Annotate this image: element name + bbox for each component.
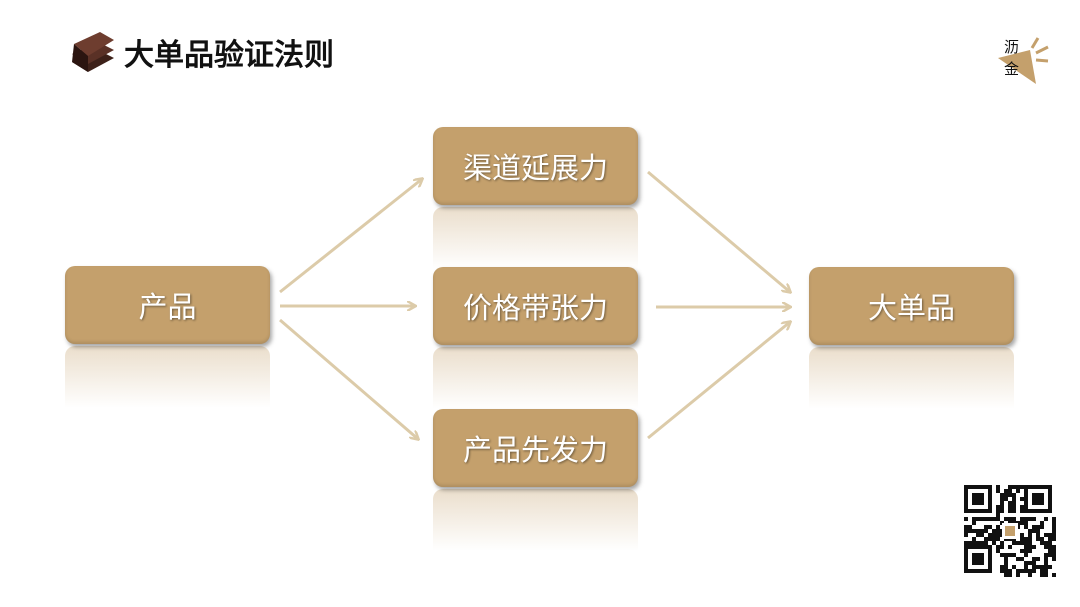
brand-logo: 沥 金: [996, 36, 1052, 86]
node-channel-extension: 渠道延展力: [433, 127, 638, 205]
box-reflection: [433, 489, 638, 551]
arrow-product-to-first: [279, 318, 418, 439]
logo-text-top: 沥: [1004, 38, 1020, 56]
arrow-first-to-result: [647, 322, 790, 440]
logo-text-bottom: 金: [1004, 60, 1020, 78]
node-big-product: 大单品: [809, 267, 1014, 345]
arrow-channel-to-result: [647, 170, 790, 292]
box-reflection: [433, 207, 638, 269]
box-reflection: [65, 346, 270, 408]
box-reflection: [433, 347, 638, 409]
arrow-product-to-channel: [279, 179, 422, 294]
node-first-mover: 产品先发力: [433, 409, 638, 487]
node-product: 产品: [65, 266, 270, 344]
qr-code: [964, 485, 1056, 577]
page-title: 大单品验证法则: [124, 38, 334, 73]
box-reflection: [809, 347, 1014, 409]
node-price-tension: 价格带张力: [433, 267, 638, 345]
chocolate-icon: [72, 32, 114, 72]
